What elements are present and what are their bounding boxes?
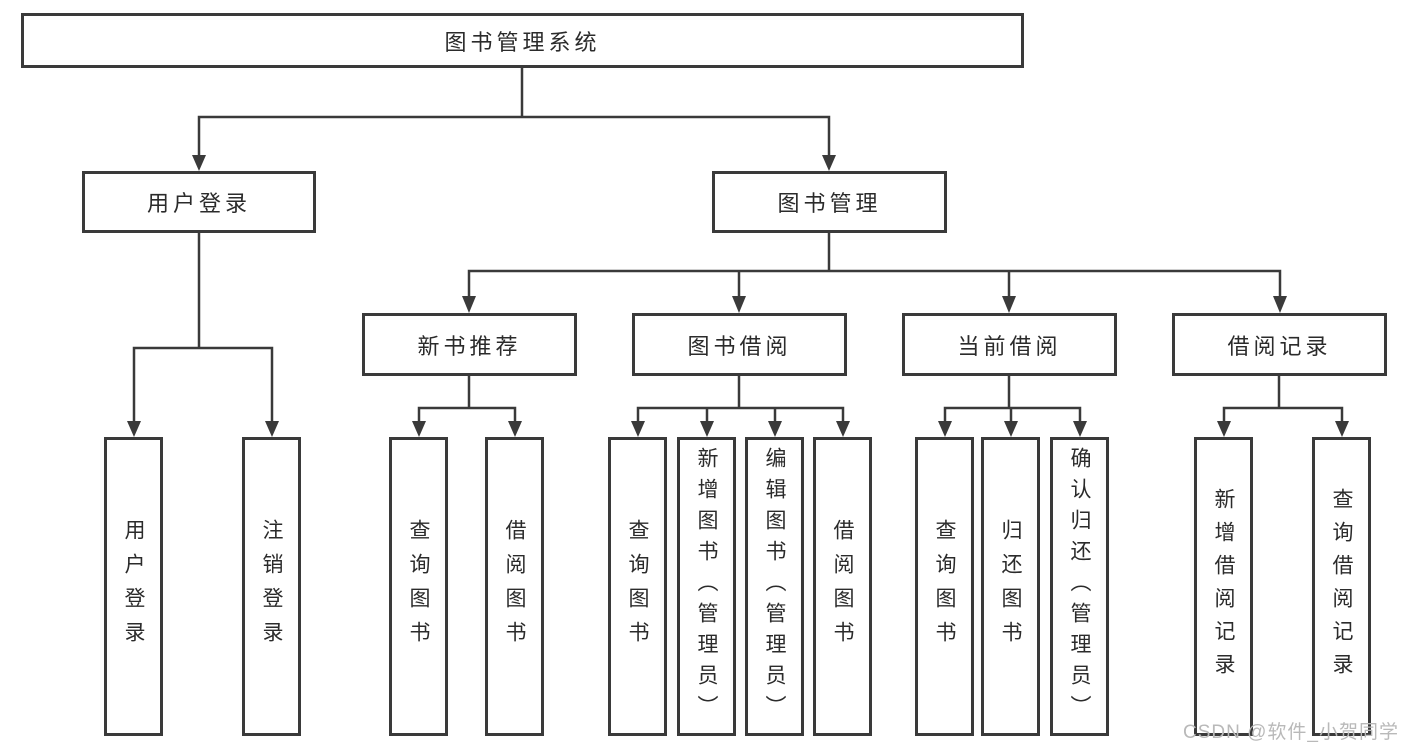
leaf-confirm-return-admin: 确认归还（管理员） [1050, 437, 1109, 736]
node-label: 图书管理系统 [444, 29, 601, 55]
leaf-add-borrow-record: 新增借阅记录 [1194, 437, 1253, 736]
leaf-query-books-recommend: 查询图书 [389, 437, 448, 736]
connector-borrow-record-children [1217, 376, 1349, 437]
connector-book-borrow-children [631, 376, 850, 437]
node-label: 确认归还（管理员） [1068, 447, 1091, 726]
node-label: 新增借阅记录 [1212, 487, 1235, 686]
leaf-edit-book-admin: 编辑图书（管理员） [745, 437, 804, 736]
node-label: 借阅图书 [831, 518, 854, 655]
leaf-query-borrow-record: 查询借阅记录 [1312, 437, 1371, 736]
leaf-borrow-books-recommend: 借阅图书 [485, 437, 544, 736]
node-new-book-recommend: 新书推荐 [362, 313, 577, 376]
node-borrow-record: 借阅记录 [1172, 313, 1387, 376]
node-label: 当前借阅 [957, 333, 1062, 359]
node-label: 图书借阅 [687, 333, 792, 359]
connector-user-login-children [127, 233, 279, 437]
connector-book-mgmt-children [462, 233, 1287, 313]
leaf-logout: 注销登录 [242, 437, 301, 736]
leaf-query-books-current: 查询图书 [915, 437, 974, 736]
node-library-system: 图书管理系统 [21, 13, 1024, 68]
node-book-borrow: 图书借阅 [632, 313, 847, 376]
node-user-login: 用户登录 [82, 171, 316, 233]
node-label: 查询图书 [626, 518, 649, 655]
connector-new-book-children [412, 376, 522, 437]
node-label: 用户登录 [146, 191, 251, 216]
node-label: 图书管理 [777, 191, 882, 216]
node-label: 查询借阅记录 [1330, 487, 1353, 686]
node-label: 查询图书 [933, 518, 956, 655]
node-label: 归还图书 [999, 518, 1022, 655]
node-label: 借阅记录 [1227, 333, 1332, 359]
csdn-watermark: CSDN @软件_小贺同学 [1183, 722, 1399, 743]
leaf-query-books-borrow: 查询图书 [608, 437, 667, 736]
connector-root-to-level2 [192, 68, 836, 171]
node-book-management: 图书管理 [712, 171, 947, 233]
connector-current-borrow-children [938, 376, 1087, 437]
node-label: 编辑图书（管理员） [763, 447, 786, 726]
node-label: 新书推荐 [417, 333, 522, 359]
leaf-return-book: 归还图书 [981, 437, 1040, 736]
node-label: 查询图书 [407, 518, 430, 655]
node-label: 新增图书（管理员） [695, 447, 718, 726]
leaf-borrow-books: 借阅图书 [813, 437, 872, 736]
node-label: 用户登录 [122, 518, 145, 655]
node-label: 注销登录 [260, 518, 283, 655]
node-label: 借阅图书 [503, 518, 526, 655]
node-current-borrow: 当前借阅 [902, 313, 1117, 376]
leaf-user-login: 用户登录 [104, 437, 163, 736]
leaf-add-book-admin: 新增图书（管理员） [677, 437, 736, 736]
